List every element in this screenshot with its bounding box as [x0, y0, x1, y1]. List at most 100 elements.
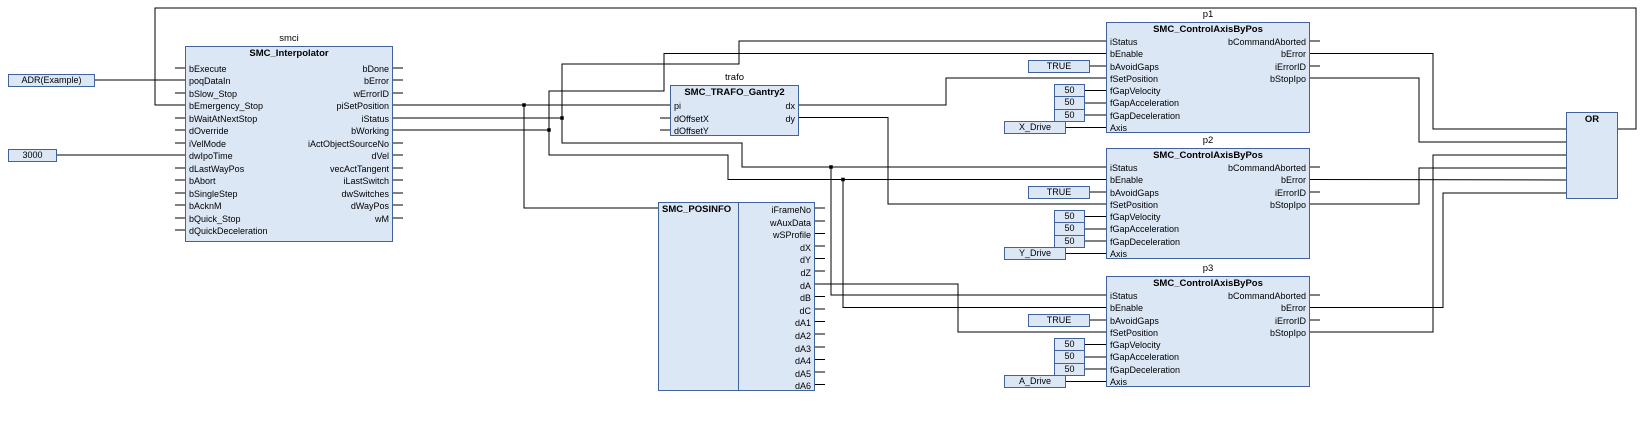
- input-pin[interactable]: fGapVelocity: [1110, 340, 1161, 351]
- input-pin[interactable]: fGapAcceleration: [1110, 352, 1180, 363]
- input-pin[interactable]: dOffsetX: [674, 113, 709, 124]
- fb-or-gate[interactable]: OR: [1566, 112, 1618, 199]
- struct-field[interactable]: wAuxData: [769, 217, 811, 228]
- literal-true-p1[interactable]: TRUE: [1028, 59, 1090, 73]
- output-pin[interactable]: dwSwitches: [341, 188, 389, 199]
- output-pin[interactable]: bError: [1280, 303, 1306, 314]
- struct-field[interactable]: dA3: [794, 343, 811, 354]
- struct-field[interactable]: iFrameNo: [771, 205, 811, 215]
- struct-field[interactable]: wSProfile: [772, 230, 811, 241]
- input-pin[interactable]: bEmergency_Stop: [189, 101, 264, 111]
- input-pin[interactable]: iStatus: [1110, 37, 1138, 47]
- output-pin[interactable]: iStatus: [361, 113, 389, 124]
- literal-gap-value[interactable]: 50: [1054, 210, 1085, 224]
- output-pin[interactable]: iErrorID: [1275, 187, 1306, 198]
- struct-field[interactable]: dA1: [794, 318, 811, 329]
- input-pin[interactable]: fGapAcceleration: [1110, 224, 1180, 235]
- struct-field[interactable]: dC: [799, 305, 811, 316]
- output-pin[interactable]: dVel: [371, 151, 389, 161]
- literal-gap-value[interactable]: 50: [1054, 222, 1085, 236]
- output-pin[interactable]: bStopIpo: [1269, 73, 1306, 84]
- input-pin[interactable]: bEnable: [1110, 49, 1144, 60]
- struct-field[interactable]: dB: [799, 293, 811, 304]
- input-pin[interactable]: fGapDeceleration: [1110, 364, 1181, 375]
- output-pin[interactable]: dWayPos: [350, 201, 389, 211]
- input-pin[interactable]: bAbort: [189, 176, 216, 186]
- literal-gap-value[interactable]: 50: [1054, 108, 1085, 122]
- input-pin[interactable]: fGapVelocity: [1110, 212, 1161, 223]
- instance-label-smci[interactable]: smci: [279, 33, 299, 44]
- input-pin[interactable]: bExecute: [189, 63, 227, 74]
- output-pin[interactable]: piSetPosition: [336, 101, 389, 111]
- input-pin[interactable]: bWaitAtNextStop: [189, 113, 258, 124]
- literal-gap-value[interactable]: 50: [1054, 84, 1085, 98]
- input-pin[interactable]: fSetPosition: [1110, 327, 1159, 338]
- input-pin[interactable]: dwIpoTime: [189, 151, 233, 161]
- literal-gap-value[interactable]: 50: [1054, 362, 1085, 376]
- input-pin[interactable]: dOffsetY: [674, 126, 709, 136]
- struct-field[interactable]: dY: [799, 255, 811, 266]
- struct-field[interactable]: dZ: [800, 267, 811, 278]
- input-pin[interactable]: fGapVelocity: [1110, 86, 1161, 97]
- output-pin[interactable]: dx: [785, 101, 795, 111]
- output-pin[interactable]: iErrorID: [1275, 61, 1306, 72]
- input-pin[interactable]: bEnable: [1110, 303, 1144, 314]
- literal-ipo-time[interactable]: 3000: [8, 149, 57, 162]
- input-pin[interactable]: dQuickDeceleration: [189, 226, 268, 236]
- input-pin[interactable]: dLastWayPos: [189, 163, 245, 174]
- output-pin[interactable]: bCommandAborted: [1227, 163, 1306, 173]
- input-pin[interactable]: Axis: [1110, 377, 1128, 388]
- input-pin[interactable]: bSlow_Stop: [189, 88, 238, 99]
- output-pin[interactable]: bWorking: [351, 126, 389, 136]
- literal-gap-value[interactable]: 50: [1054, 234, 1085, 248]
- input-pin[interactable]: bEnable: [1110, 175, 1144, 186]
- struct-field[interactable]: dA2: [794, 330, 811, 341]
- input-pin[interactable]: fSetPosition: [1110, 199, 1159, 210]
- instance-label-p3[interactable]: p3: [1202, 263, 1214, 274]
- input-pin[interactable]: iStatus: [1110, 291, 1138, 301]
- input-pin[interactable]: iVelMode: [189, 138, 227, 149]
- instance-label-p2[interactable]: p2: [1202, 135, 1214, 146]
- output-pin[interactable]: bError: [1280, 49, 1306, 60]
- output-pin[interactable]: iLastSwitch: [343, 176, 389, 186]
- output-pin[interactable]: vecActTangent: [329, 163, 389, 174]
- input-pin[interactable]: bAvoidGaps: [1110, 61, 1159, 72]
- output-pin[interactable]: bStopIpo: [1269, 327, 1306, 338]
- literal-gap-value[interactable]: 50: [1054, 96, 1085, 110]
- literal-gap-value[interactable]: 50: [1054, 350, 1085, 364]
- input-pin[interactable]: pi: [674, 101, 682, 111]
- input-pin[interactable]: bQuick_Stop: [189, 213, 241, 224]
- input-pin[interactable]: bAcknM: [189, 201, 222, 211]
- input-pin[interactable]: Axis: [1110, 123, 1128, 134]
- instance-label-p1[interactable]: p1: [1202, 9, 1214, 20]
- input-pin[interactable]: dOverride: [189, 126, 229, 136]
- output-pin[interactable]: bDone: [362, 63, 389, 74]
- output-pin[interactable]: bCommandAborted: [1227, 291, 1306, 301]
- output-pin[interactable]: dy: [785, 113, 795, 124]
- output-pin[interactable]: bError: [363, 76, 389, 86]
- literal-true-p3[interactable]: TRUE: [1028, 313, 1090, 327]
- input-pin[interactable]: bSingleStep: [189, 188, 238, 199]
- input-pin[interactable]: bAvoidGaps: [1110, 315, 1159, 326]
- input-pin[interactable]: fGapDeceleration: [1110, 110, 1181, 121]
- struct-field[interactable]: dA5: [794, 368, 811, 379]
- output-pin[interactable]: iActObjectSourceNo: [307, 138, 389, 149]
- instance-label-trafo[interactable]: trafo: [724, 72, 744, 83]
- output-pin[interactable]: bCommandAborted: [1227, 37, 1306, 47]
- variable-a-drive[interactable]: A_Drive: [1004, 375, 1066, 388]
- input-pin[interactable]: fSetPosition: [1110, 73, 1159, 84]
- variable-x-drive[interactable]: X_Drive: [1004, 121, 1066, 134]
- output-pin[interactable]: bStopIpo: [1269, 199, 1306, 210]
- literal-gap-value[interactable]: 50: [1054, 338, 1085, 352]
- input-pin[interactable]: iStatus: [1110, 163, 1138, 173]
- struct-field[interactable]: dA4: [794, 356, 811, 367]
- output-pin[interactable]: bError: [1280, 175, 1306, 186]
- output-pin[interactable]: wErrorID: [353, 88, 390, 99]
- struct-field[interactable]: dA6: [794, 381, 811, 392]
